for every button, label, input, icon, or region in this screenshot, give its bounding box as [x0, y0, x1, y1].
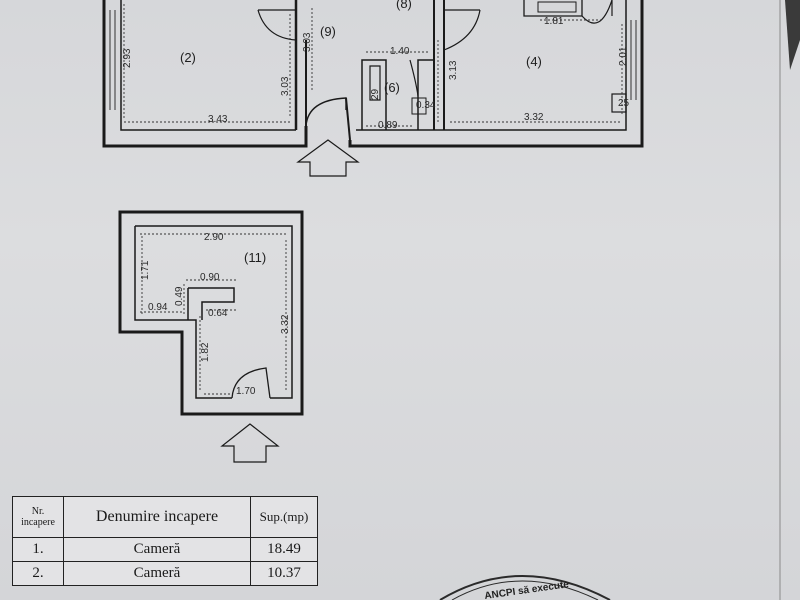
cell-name: Cameră [63, 561, 251, 586]
dim-0-94: 0.94 [148, 302, 168, 313]
cell-sup: 10.37 [250, 561, 318, 586]
dim-0-90: 0.90 [200, 272, 220, 283]
room-label-6: (6) [384, 80, 400, 95]
dim-3-03b: 3.03 [302, 32, 313, 52]
dim-1-71: 1.71 [140, 260, 151, 280]
lower-plan [118, 210, 304, 463]
dim-0-89: 0.89 [378, 120, 398, 131]
dim-3-32b: 3.32 [280, 314, 291, 334]
table-header-row: Nr. incapere Denumire incapere Sup.(mp) [12, 496, 318, 538]
dim-1-40: 1.40 [390, 46, 410, 57]
stamp-text: ANCPI să execute [484, 579, 570, 600]
table-row: 1. Cameră 18.49 [12, 537, 318, 562]
dim-0-49: 0.49 [174, 286, 185, 306]
dim-2-01: 2.01 [618, 46, 629, 66]
dim-25: 25 [618, 98, 630, 109]
dim-0-64: 0.64 [208, 308, 228, 319]
dim-1-70: 1.70 [236, 386, 256, 397]
room-label-2: (2) [180, 50, 196, 65]
header-name: Denumire incapere [63, 496, 251, 538]
dim-0-34: 0.34 [416, 100, 436, 111]
cell-nr: 2. [12, 561, 64, 586]
dim-1-81: 1.81 [544, 16, 564, 27]
cell-nr: 1. [12, 537, 64, 562]
dim-2-93: 2.93 [122, 48, 133, 68]
cell-name: Cameră [63, 537, 251, 562]
upper-plan [102, 0, 644, 177]
header-sup: Sup.(mp) [250, 496, 318, 538]
rooms-table: Nr. incapere Denumire incapere Sup.(mp) … [12, 496, 318, 586]
dim-3-43: 3.43 [208, 114, 228, 125]
room-label-11: (11) [244, 250, 266, 265]
dim-29: 29 [370, 88, 381, 100]
dim-3-13: 3.13 [448, 60, 459, 80]
official-stamp: ANCPI să execute [439, 575, 611, 600]
dim-1-82: 1.82 [200, 342, 211, 362]
room-label-9: (9) [320, 24, 336, 39]
room-label-4: (4) [526, 54, 542, 69]
cell-sup: 18.49 [250, 537, 318, 562]
header-nr: Nr. incapere [12, 496, 64, 538]
table-row: 2. Cameră 10.37 [12, 561, 318, 586]
folder-corner [785, 0, 800, 70]
dim-3-32: 3.32 [524, 112, 544, 123]
room-label-8: (8) [396, 0, 412, 11]
dim-3-03a: 3.03 [280, 76, 291, 96]
dim-2-90: 2.90 [204, 232, 224, 243]
